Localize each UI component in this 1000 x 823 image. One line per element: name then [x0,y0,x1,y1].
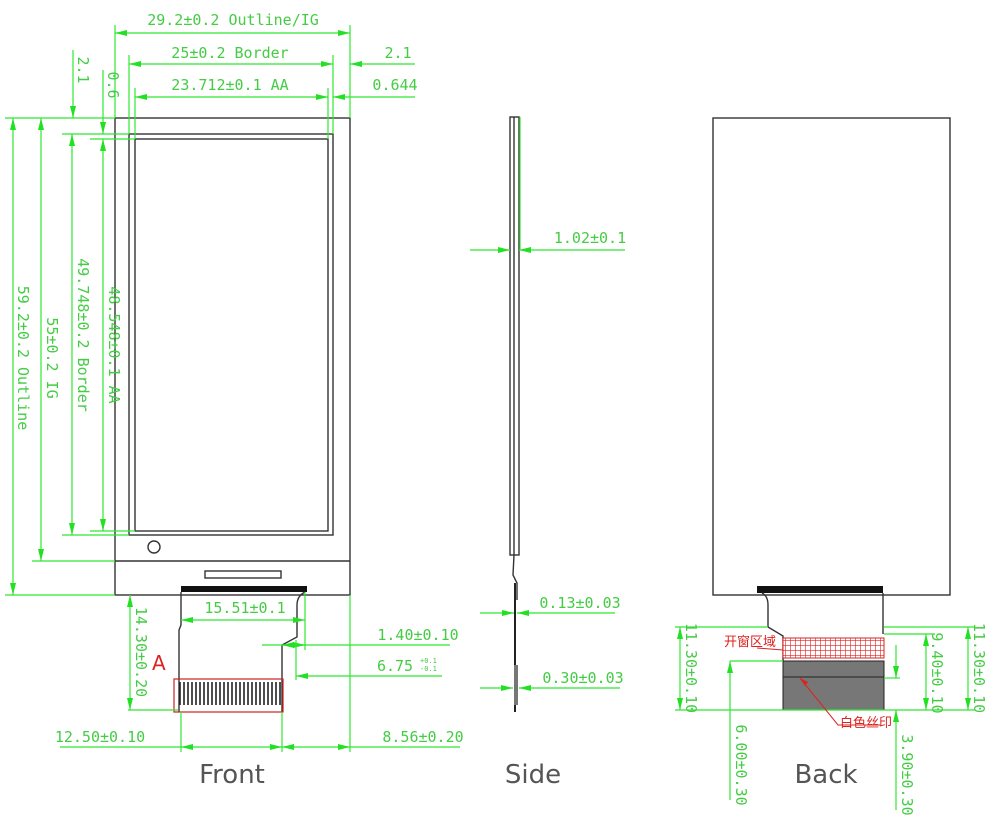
print-leader-arrow [800,678,808,686]
back-view: 开窗区域 白色丝印 11.30±0.10 6.00±0.30 9.40±0.10… [675,117,988,816]
height-outline-label: 59.2±0.2 Outline [14,286,32,431]
fpc-bond [181,586,307,592]
thickness-label: 1.02±0.1 [554,229,626,247]
width-aa-label: 23.712±0.1 AA [171,76,288,94]
height-border-label: 49.748±0.2 Border [74,258,92,412]
right-offset-label: 8.56±0.20 [382,728,463,746]
window-leader [756,647,784,651]
fpc-step-label: 1.40±0.10 [377,626,458,644]
right-aa-label: 0.644 [372,76,417,94]
side-stiffener [514,665,518,705]
border-rect [128,133,334,536]
back-outline-rect [712,117,951,596]
back-fpc-bond [757,586,883,593]
fpc-pads [173,678,284,713]
back-left-length-label: 11.30±0.10 [682,623,700,713]
right-inner-label: 9.40±0.10 [928,632,946,713]
mark-circle [147,540,161,554]
slot-rect [204,570,282,579]
front-view: 29.2±0.2 Outline/IG 25±0.2 Border 23.712… [5,11,464,790]
side-view-label: Side [505,760,561,790]
stiffener-length-label: 6.00±0.30 [732,724,750,805]
fpc-right-edge [281,591,306,712]
print-leader [799,677,880,726]
right-border-label: 2.1 [384,44,411,62]
fpc-left-edge [178,592,182,712]
side-fpc-bend [512,554,518,600]
fpc-offset-tol-minus: -0.1 [420,665,437,673]
fpc-length-label: 14.30±0.20 [132,607,150,697]
back-dimension-lines [675,626,975,810]
top-aa-label: 0.6 [104,71,122,98]
front-view-label: Front [199,760,265,790]
outline-rect [114,117,351,596]
side-dimension-lines [470,117,625,691]
width-border-label: 25±0.2 Border [171,44,288,62]
fpc-width-label: 15.51±0.1 [204,599,285,617]
height-aa-label: 48.548±0.1 AA [105,286,123,403]
window-area-hatch [782,637,885,659]
stiffener-print-area [782,660,885,711]
active-area-rect [134,138,329,532]
left-offset-label: 12.50±0.10 [55,728,145,746]
front-dimension-lines [5,25,460,752]
white-print-label: 白色丝印 [840,715,892,731]
window-area-label: 开窗区域 [724,634,776,650]
height-ig-label: 55±0.2 IG [43,317,61,398]
side-view: 1.02±0.1 0.13±0.03 0.30±0.03 Side [470,116,626,790]
print-length-label: 3.90±0.30 [898,734,916,815]
width-outline-label: 29.2±0.2 Outline/IG [147,11,319,29]
fpc-offset-tol-plus: +0.1 [420,657,437,665]
stiffener-thickness-label: 0.30±0.03 [542,669,623,687]
fpc-thickness-label: 0.13±0.03 [539,594,620,612]
back-fpc-left-edge [761,592,784,661]
top-border-label: 2.1 [74,56,92,83]
back-view-label: Back [794,760,857,790]
fpc-offset-label: 6.75 [377,657,413,675]
detail-a-label: A [152,651,166,675]
pad-lines [179,682,281,705]
back-right-length-label: 11.30±0.10 [970,623,988,713]
